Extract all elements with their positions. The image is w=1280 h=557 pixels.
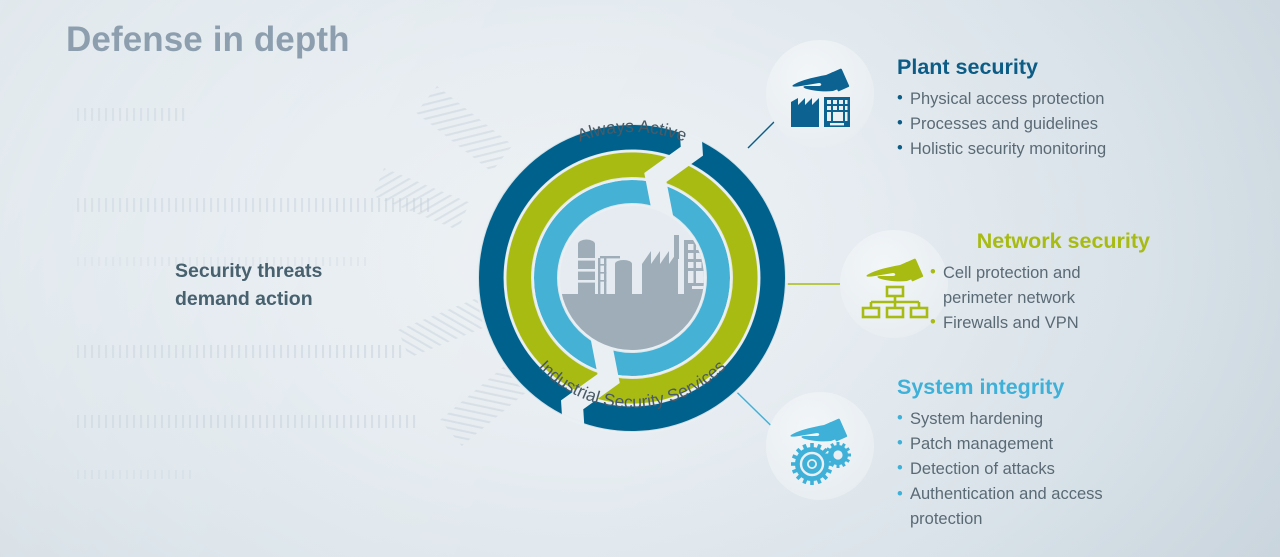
list-item: Physical access protection — [897, 86, 1165, 112]
system-integrity-heading: System integrity — [897, 375, 1065, 399]
ring-inner — [534, 180, 730, 376]
network-security-list: Cell protection and perimeter network Fi… — [930, 260, 1150, 336]
left-statement: Security threats demand action — [175, 258, 405, 313]
list-item: Cell protection and perimeter network — [930, 260, 1150, 311]
network-security-heading: Network security — [976, 229, 1150, 253]
plant-security-icon-badge[interactable] — [766, 40, 874, 148]
ring-middle — [506, 152, 758, 404]
system-integrity-icon-badge[interactable] — [766, 392, 874, 500]
hand-over-factory-icon — [791, 68, 850, 127]
hand-over-network-tree-icon — [861, 258, 929, 319]
plant-security-block: Plant security Physical access protectio… — [897, 55, 1165, 162]
left-statement-line-2: demand action — [175, 287, 313, 310]
defense-in-depth-rings: Always Active Industrial Security Servic… — [476, 116, 788, 434]
list-item: Firewalls and VPN — [930, 310, 1150, 336]
ring-outer — [478, 124, 786, 432]
system-integrity-list: System hardening Patch management Detect… — [897, 406, 1159, 532]
list-item: System hardening — [897, 406, 1159, 432]
page-title: Defense in depth — [66, 20, 350, 59]
plant-illustration — [560, 235, 704, 350]
plant-security-list: Physical access protection Processes and… — [897, 86, 1165, 162]
hand-over-gears-icon — [790, 418, 851, 485]
list-item: Detection of attacks — [897, 456, 1159, 482]
list-item: Patch management — [897, 431, 1159, 457]
list-item: Holistic security monitoring — [897, 136, 1165, 162]
network-security-block: Network security Cell protection and per… — [930, 229, 1150, 336]
left-statement-line-1: Security threats — [175, 260, 323, 282]
plant-security-heading: Plant security — [897, 55, 1038, 79]
system-integrity-block: System integrity System hardening Patch … — [897, 375, 1159, 532]
list-item: Authentication and access protection — [897, 482, 1159, 532]
list-item: Processes and guidelines — [897, 111, 1165, 137]
